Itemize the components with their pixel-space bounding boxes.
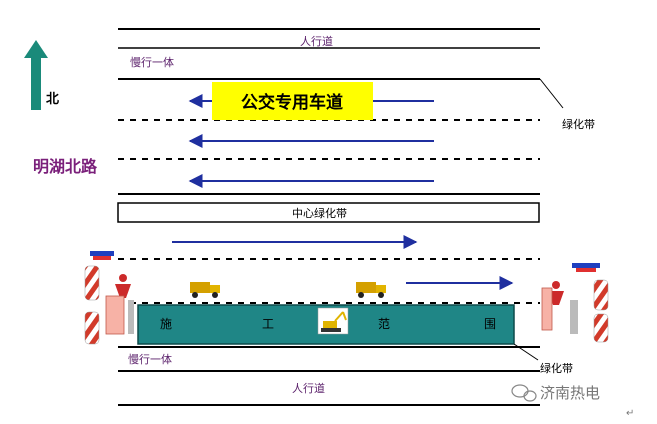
barrier-post — [128, 300, 134, 334]
barrier-panel — [541, 287, 553, 331]
top-road-lines — [118, 28, 540, 195]
north-arrow-icon — [24, 40, 48, 110]
dump-truck-icon — [188, 277, 222, 299]
barrier-post — [570, 300, 578, 334]
wechat-icon — [511, 384, 537, 402]
traffic-barrel-icon — [593, 313, 609, 343]
median-strip — [117, 202, 540, 223]
bottom-road-lines — [118, 258, 540, 406]
eastbound-arrows — [172, 235, 514, 290]
median-label: 中心绿化带 — [292, 206, 347, 220]
slow-lane-bottom-label: 慢行一体 — [128, 352, 172, 366]
excavator-icon — [317, 307, 349, 335]
traffic-barrel-icon — [84, 265, 100, 301]
barrier-panel — [105, 295, 125, 335]
green-belt-bottom-leader — [513, 343, 539, 361]
north-label: 北 — [46, 92, 59, 107]
road-name: 明湖北路 — [33, 157, 98, 176]
green-belt-bottom-label: 绿化带 — [540, 361, 573, 375]
construction-char-3: 范 — [378, 317, 390, 331]
slow-lane-top-label: 慢行一体 — [130, 55, 174, 69]
bus-lane-box — [212, 82, 373, 120]
watermark-text: 济南热电 — [540, 384, 600, 402]
warning-light-icon — [572, 263, 600, 272]
traffic-barrel-icon — [593, 279, 609, 311]
flagger-icon — [115, 274, 131, 298]
dump-truck-icon — [354, 277, 388, 299]
paragraph-mark: ↵ — [626, 408, 634, 419]
green-belt-top-label: 绿化带 — [562, 117, 595, 131]
bus-lane-label: 公交专用车道 — [241, 92, 343, 113]
warning-light-icon — [90, 251, 114, 260]
sidewalk-bottom-label: 人行道 — [292, 381, 325, 395]
green-belt-top-leader — [539, 78, 564, 109]
traffic-barrel-icon — [84, 311, 100, 345]
construction-char-2: 工 — [262, 317, 274, 331]
construction-char-4: 围 — [484, 317, 496, 331]
construction-char-1: 施 — [160, 317, 172, 331]
sidewalk-top-label: 人行道 — [300, 34, 333, 48]
